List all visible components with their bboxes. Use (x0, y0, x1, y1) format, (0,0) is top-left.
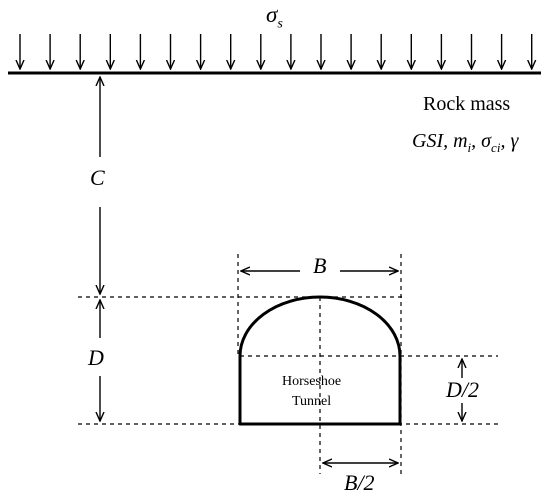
width-label: B (313, 253, 327, 278)
tunnel-label-line2: Tunnel (291, 394, 332, 409)
height-label: D (88, 345, 104, 370)
surcharge-load-arrows (20, 34, 532, 69)
rock-parameters-label: GSI, mi, σci, γ (412, 130, 519, 155)
half-width-label: B/2 (344, 470, 375, 495)
rock-mass-label: Rock mass (423, 93, 511, 115)
cover-depth-label: C (90, 165, 105, 190)
horseshoe-tunnel-outline (238, 295, 402, 426)
tunnel-label: Horseshoe Tunnel (282, 372, 341, 412)
half-height-label: D/2 (446, 377, 479, 402)
surcharge-label: σs (266, 2, 283, 32)
tunnel-label-line1: Horseshoe (282, 374, 342, 389)
